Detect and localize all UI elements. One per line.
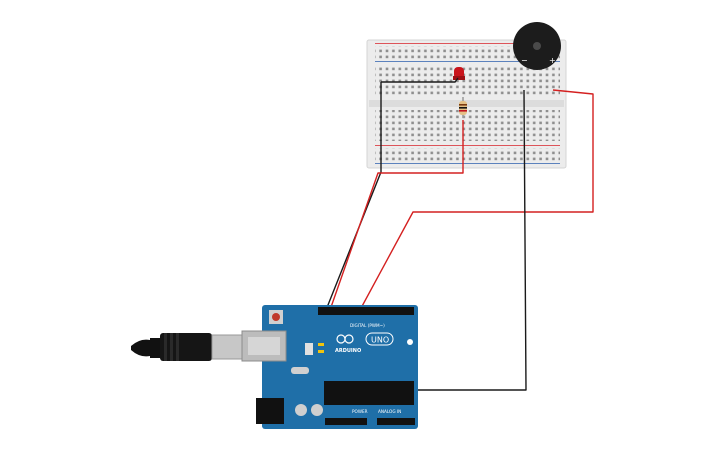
arduino-logo [336,334,354,344]
atmega-chip [324,381,414,405]
usb-cable[interactable] [131,333,245,361]
brand-label: ARDUINO [335,348,361,354]
power-header[interactable] [325,418,367,425]
analog-label: ANALOG IN [378,409,401,414]
wire-red-led[interactable] [329,120,464,311]
digital-label: DIGITAL (PWM~) [350,323,385,328]
led[interactable] [453,67,465,80]
wire-black-buzzer[interactable] [410,89,527,391]
piezo-buzzer[interactable]: − + [513,22,561,70]
resistor[interactable] [459,97,467,118]
arduino-uno-board[interactable]: DIGITAL (PWM~) ARDUINO UNO POWER ANALOG … [241,305,418,429]
analog-header[interactable] [377,418,415,425]
buzzer-plus-label: + [549,56,556,65]
digital-header[interactable] [318,307,414,315]
power-label: POWER [352,409,368,414]
wire-black-gnd[interactable] [325,82,382,311]
model-label: UNO [371,336,389,345]
reset-button[interactable] [269,310,283,324]
buzzer-minus-label: − [521,56,528,65]
wire-red-buzzer[interactable] [359,89,594,311]
